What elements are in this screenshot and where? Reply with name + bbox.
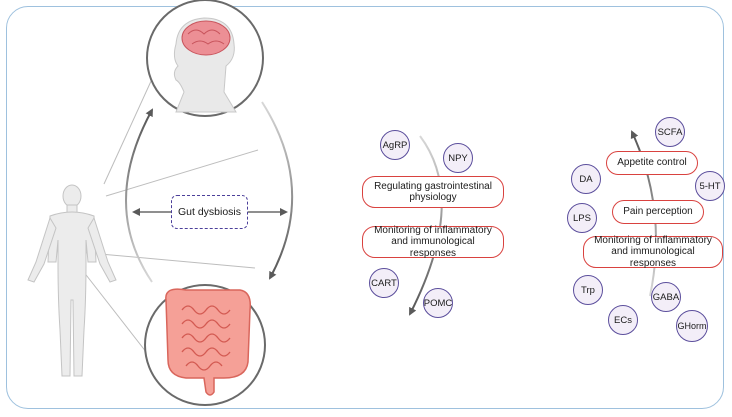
process-monitoring-inflammatory: Monitoring of inflammatory and immunolog… — [362, 225, 504, 259]
mediator-agrp: AgRP — [380, 130, 410, 160]
mediator-trp: Trp — [573, 275, 603, 305]
gut-dysbiosis-label: Gut dysbiosis — [171, 195, 248, 229]
gut-to-brain-arrow — [125, 108, 153, 283]
process-monitoring-inflammatory-right: Monitoring of inflammatory and immunolog… — [583, 235, 723, 269]
process-appetite-control: Appetite control — [606, 151, 698, 175]
mediator-gaba: GABA — [651, 282, 681, 312]
middle-panel-arrow — [409, 135, 443, 316]
mediator-da: DA — [571, 164, 601, 194]
mediator-5ht: 5-HT — [695, 171, 725, 201]
mediator-ghorm: GHorm — [676, 310, 708, 342]
human-body-icon — [27, 184, 117, 377]
brain-to-gut-arrow — [261, 101, 294, 280]
mediator-ecs: ECs — [608, 305, 638, 335]
process-regulating-gi-physiology: Regulating gastrointestinal physiology — [362, 176, 504, 208]
process-pain-perception: Pain perception — [612, 200, 704, 224]
diagram-frame — [6, 6, 724, 409]
mediator-scfa: SCFA — [655, 117, 685, 147]
mediator-cart: CART — [369, 268, 399, 298]
mediator-pomc: POMC — [423, 288, 453, 318]
mediator-npy: NPY — [443, 143, 473, 173]
human-head-brain-icon — [146, 0, 264, 117]
intestine-icon — [144, 284, 266, 406]
mediator-lps: LPS — [567, 203, 597, 233]
